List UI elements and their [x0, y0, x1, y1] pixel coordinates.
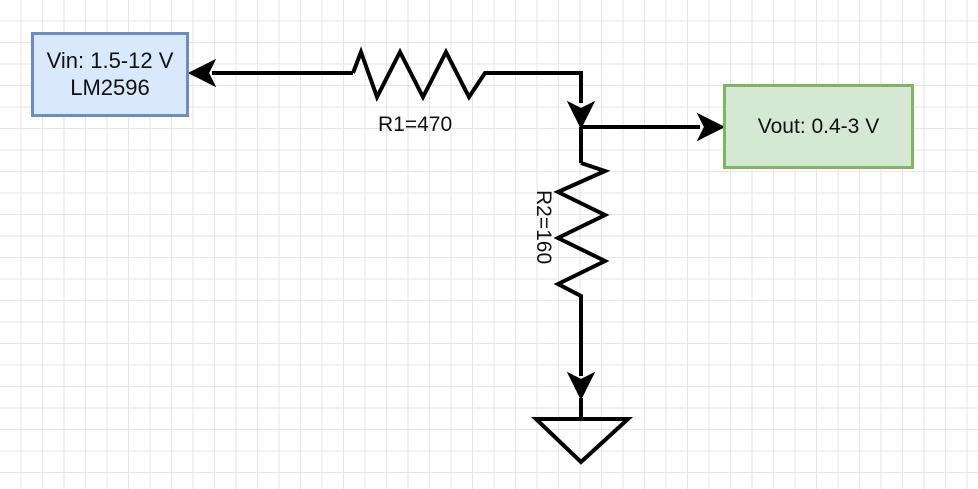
source-box-line2: LM2596 [70, 74, 150, 100]
resistor-r2-icon [553, 161, 611, 300]
resistor-r2-label: R2=160 [532, 190, 555, 265]
arrow-node-icon [566, 100, 596, 130]
resistor-r1-icon [351, 46, 490, 103]
output-box-label: Vout: 0.4-3 V [757, 114, 880, 138]
resistor-r1-label: R1=470 [378, 113, 453, 136]
arrow-ground-icon [566, 371, 596, 401]
arrow-vout-icon [696, 112, 726, 142]
output-box: Vout: 0.4-3 V [723, 84, 914, 169]
wire-r1-node [490, 71, 583, 103]
source-box-line1: Vin: 1.5-12 V [46, 48, 174, 74]
ground-icon [531, 417, 634, 465]
arrow-vin-icon [187, 58, 217, 88]
source-box: Vin: 1.5-12 V LM2596 [31, 32, 189, 117]
